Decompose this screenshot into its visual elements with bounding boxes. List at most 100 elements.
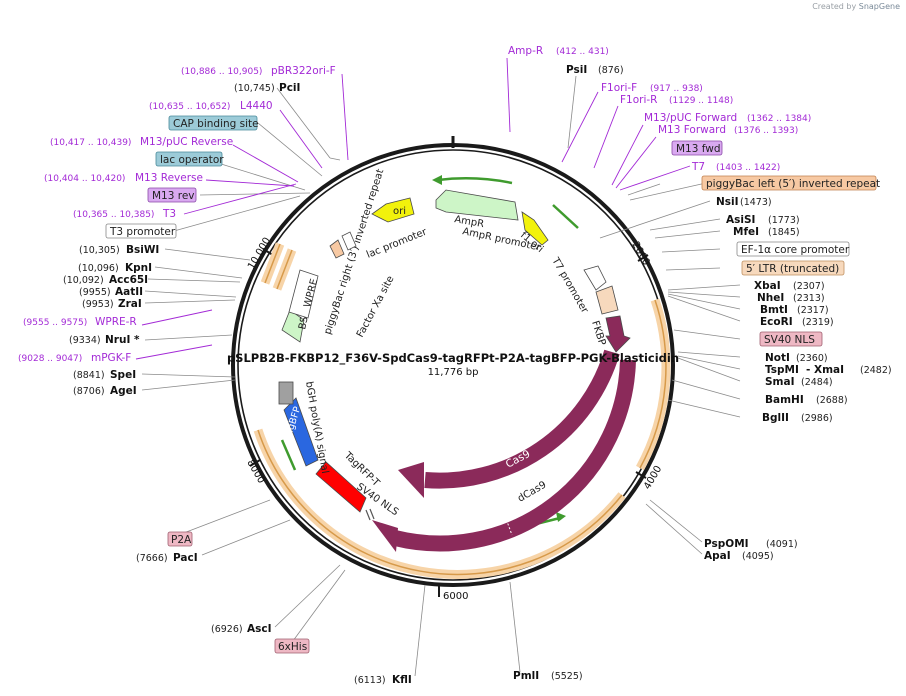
plasmid-name: pSLPB2B-FKBP12_F36V-SpdCas9-tagRFPt-P2A-… [227,351,679,366]
enzyme-bsiwi: BsiWI [126,244,159,256]
enzyme-paci: PacI [173,552,198,564]
tick-label-2000: 2000 [629,240,651,268]
cas9-arrowhead [398,462,424,498]
green-arrow-f1 [552,204,579,229]
green-arc-top [437,177,513,185]
box-ef1a-core-promoter: EF-1α core promoter [736,241,850,257]
enzyme-bglii: BglII [762,412,789,424]
box-6xhis-label: 6xHis [278,641,307,653]
box-m13-rev: M13 rev [147,187,197,203]
primer-l4440: L4440 [240,100,273,112]
t7-promoter-label: T7 promoter [549,255,590,316]
box-sv40-nls: SV40 NLS [759,331,823,347]
primer-pos-m13-puc-reverse: (10,417 .. 10,439) [50,138,131,148]
primer-m13-reverse: M13 Reverse [135,172,203,184]
primer-t3: T3 [162,208,176,220]
enzyme-leaders [141,75,741,677]
enzyme-pspomi: PspOMI [704,538,749,550]
enzyme-pos-bglii: (2986) [801,413,833,424]
tick-6000: 6000 [438,585,468,602]
enzyme-pos-pspomi: (4091) [766,539,798,550]
ltr-arc-right-core [639,299,667,469]
enzyme-pos-agei: (8706) [73,386,105,397]
enzyme-bmti: BmtI [760,304,788,316]
box-t3-promoter-label: T3 promoter [109,226,176,238]
fkbp-label: FKBP [589,320,607,347]
green-arrow-bottom-left [280,439,297,471]
primer-pos-pbr322ori-f: (10,886 .. 10,905) [181,67,262,77]
box-m13-fwd-label: M13 fwd [676,143,721,155]
enzyme-pos-acc65i: (10,092) [63,275,104,286]
enzyme-mfei: MfeI [733,226,759,238]
bsiwi-region-arc-2-core [264,243,281,284]
primer-mpgk-f: mPGK-F [91,352,131,364]
bsd-arrow [281,309,305,343]
enzyme-pcii: PciI [279,82,300,94]
ori-arrow [371,197,415,223]
enzyme-pos-xbai: (2307) [793,281,825,292]
primer-pos-t7: (1403 .. 1422) [716,163,780,173]
bgh-block [278,381,294,405]
green-arrowhead-top [432,175,442,185]
primer-pos-f1ori-f: (917 .. 938) [650,84,703,94]
enzyme-pos-kpni: (10,096) [78,263,119,274]
enzyme-pos-mfei: (1845) [768,227,800,238]
primer-f1ori-f: F1ori-F [601,82,637,94]
box-m13-fwd: M13 fwd [671,140,723,156]
ampr-label: AmpR [453,214,484,230]
enzyme-pos-pcii: (10,745) [234,83,275,94]
enzyme-pos-xmai: (2482) [860,365,892,376]
box-lac-operator: lac operator [155,151,224,167]
ampr-arrow [435,189,519,221]
enzyme-ecori: EcoRI [760,316,793,328]
primer-t7: T7 [691,161,705,173]
primer-f1ori-r: F1ori-R [620,94,657,106]
box-5-ltr-truncated: 5′ LTR (truncated) [741,260,845,276]
enzyme-nhei: NheI [757,292,784,304]
box-lac-operator-label: lac operator [160,154,224,166]
box-ef1a-label: EF-1α core promoter [741,244,850,256]
box-piggybac-left-label: piggyBac left (5′) inverted repeat [706,178,880,190]
primer-pbr322ori-f: pBR322ori-F [271,65,336,77]
primer-pos-amp-r: (412 .. 431) [556,47,609,57]
enzyme-noti: NotI [765,352,790,364]
dcas9-arc [393,359,636,552]
box-sv40-nls-label: SV40 NLS [764,334,815,346]
snapgene-credit: Created by SnapGene [812,2,900,11]
tagrfp-arrow [315,461,367,513]
fkbp-arrow [605,315,631,353]
box-6xhis: 6xHis [274,638,310,654]
enzyme-pmli: PmlI [513,670,539,682]
transposon-arc-bottom-core [257,429,623,576]
enzyme-smai: SmaI [765,376,795,388]
tick-8000: 8000 [244,458,266,486]
enzyme-agei: AgeI [110,385,137,397]
f1-ori-arrow [521,211,549,246]
enzyme-pos-nrui: (9334) [69,335,101,346]
enzyme-bamhi: BamHI [765,394,804,406]
cas9-arc [424,349,620,489]
enzyme-pos-kfli: (6113) [354,675,386,686]
enzyme-pos-psii: (876) [598,65,624,76]
sv40-nls-marker [365,508,375,521]
tick-label-8000: 8000 [244,458,266,486]
dcas9-label: dCas9 [516,480,548,505]
box-cap-binding-label: CAP binding site [173,118,259,130]
enzyme-pos-smai: (2484) [801,377,833,388]
factor-xa-label: Factor Xa site [355,274,397,339]
dcas9-dash [504,515,513,536]
enzyme-asisi: AsiSI [726,214,755,226]
enzyme-pos-ecori: (2319) [802,317,834,328]
enzyme-tspmi: TspMI [765,364,799,376]
primer-pos-m13-reverse: (10,404 .. 10,420) [44,174,125,184]
plasmid-length: 11,776 bp [428,367,479,378]
tick-2000: 2000 [629,240,651,268]
primer-leaders [135,57,691,360]
credit-prefix: Created by [812,2,857,11]
enzyme-kpni: KpnI [125,262,152,274]
primer-m13-forward: M13 Forward [658,124,726,136]
enzyme-pos-aatii: (9955) [79,287,111,298]
ori-label: ori [393,206,406,217]
enzyme-pos-asci: (6926) [211,624,243,635]
